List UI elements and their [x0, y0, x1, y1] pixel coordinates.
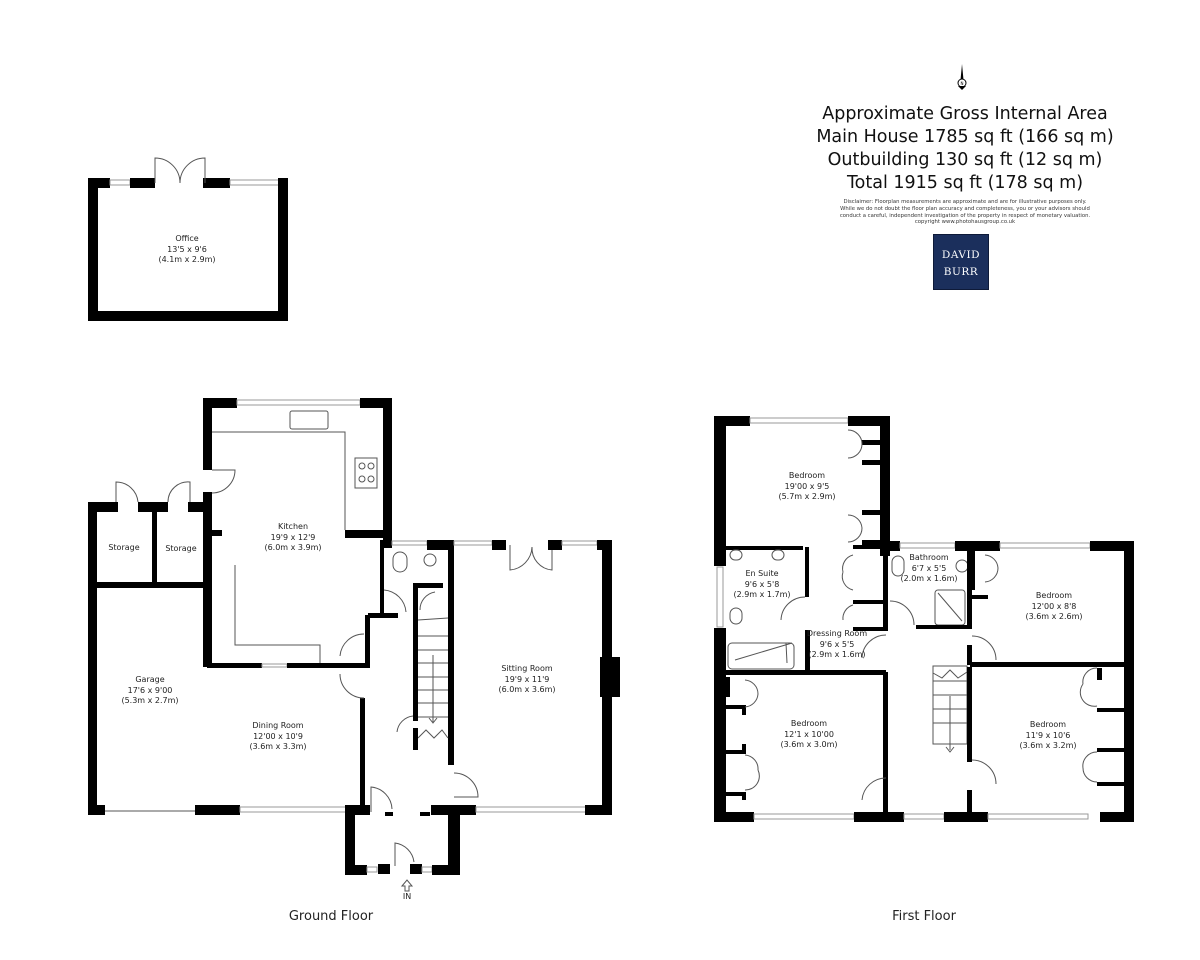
room-size-imperial: 12'1 x 10'00 — [784, 729, 834, 739]
room-kitchen: Kitchen 19'9 x 12'9 (6.0m x 3.9m) — [264, 522, 321, 554]
room-storage: Storage — [108, 543, 139, 554]
room-name: Dressing Room — [806, 629, 868, 638]
room-name: Bedroom — [1029, 720, 1067, 729]
room-size-metric: (2.9m x 1.6m) — [808, 650, 866, 659]
room-storage: Storage — [165, 544, 196, 555]
room-size-metric: (5.3m x 2.7m) — [121, 696, 179, 705]
room-name: Kitchen — [277, 522, 309, 531]
room-bedroom: Bedroom 12'1 x 10'00 (3.6m x 3.0m) — [780, 719, 837, 751]
room-size-imperial: 12'00 x 10'9 — [253, 731, 303, 741]
room-size-imperial: 6'7 x 5'5 — [911, 563, 947, 573]
room-dressing-room: Dressing Room 9'6 x 5'5 (2.9m x 1.6m) — [807, 629, 867, 661]
entrance-label: IN — [402, 892, 412, 901]
ground-floor-walls — [88, 398, 620, 892]
room-size-imperial: 9'6 x 5'5 — [819, 639, 855, 649]
room-size-metric: (2.0m x 1.6m) — [900, 574, 958, 583]
room-bedroom: Bedroom 11'9 x 10'6 (3.6m x 3.2m) — [1019, 720, 1076, 752]
disclaimer-copyright: copyright www.photohausgroup.co.uk — [914, 219, 1016, 226]
room-name: Sitting Room — [501, 664, 553, 673]
room-size-metric: (2.9m x 1.7m) — [733, 590, 791, 599]
room-name: Bedroom — [790, 719, 828, 728]
disclaimer-line: While we do not doubt the floor plan acc… — [840, 205, 1090, 212]
first-floor-walls — [714, 416, 1134, 822]
room-name: Garage — [135, 675, 165, 684]
room-name: Storage — [108, 543, 140, 552]
room-size-metric: (3.6m x 3.0m) — [780, 740, 838, 749]
room-size-imperial: 19'9 x 11'9 — [504, 674, 550, 684]
room-size-metric: (5.7m x 2.9m) — [778, 492, 836, 501]
room-size-metric: (4.1m x 2.9m) — [158, 255, 216, 264]
svg-text:N: N — [961, 81, 964, 86]
outbuilding-area: Outbuilding 130 sq ft (12 sq m) — [827, 150, 1103, 170]
room-name: Bedroom — [1035, 591, 1073, 600]
disclaimer-line: conduct a careful, independent investiga… — [839, 212, 1091, 219]
room-size-metric: (6.0m x 3.6m) — [498, 685, 556, 694]
room-dining-room: Dining Room 12'00 x 10'9 (3.6m x 3.3m) — [249, 721, 306, 753]
room-size-metric: (3.6m x 3.2m) — [1019, 741, 1077, 750]
room-name: Office — [175, 234, 199, 243]
room-name: Bedroom — [788, 471, 826, 480]
room-garage: Garage 17'6 x 9'00 (5.3m x 2.7m) — [121, 675, 178, 707]
first-floor-label: First Floor — [892, 909, 956, 924]
room-sitting-room: Sitting Room 19'9 x 11'9 (6.0m x 3.6m) — [498, 664, 555, 696]
logo-line: BURR — [943, 266, 979, 278]
main-house-area: Main House 1785 sq ft (166 sq m) — [816, 127, 1114, 147]
room-size-imperial: 13'5 x 9'6 — [167, 244, 207, 254]
room-bedroom: Bedroom 19'00 x 9'5 (5.7m x 2.9m) — [778, 471, 835, 503]
area-title: Approximate Gross Internal Area — [822, 104, 1108, 124]
room-en-suite: En Suite 9'6 x 5'8 (2.9m x 1.7m) — [733, 569, 790, 601]
room-size-metric: (3.6m x 3.3m) — [249, 742, 307, 751]
office-walls — [88, 157, 288, 321]
room-office: Office 13'5 x 9'6 (4.1m x 2.9m) — [158, 234, 215, 266]
room-size-metric: (3.6m x 2.6m) — [1025, 612, 1083, 621]
room-size-imperial: 19'9 x 12'9 — [270, 532, 316, 542]
disclaimer: Disclaimer: Floorplan measurements are a… — [816, 199, 1113, 226]
room-name: Storage — [165, 544, 197, 553]
room-name: En Suite — [745, 569, 779, 578]
north-arrow-icon: N — [957, 64, 967, 90]
room-name: Dining Room — [252, 721, 304, 730]
room-size-imperial: 12'00 x 8'8 — [1031, 601, 1077, 611]
logo-line: DAVID — [941, 249, 981, 261]
room-name: Bathroom — [909, 553, 949, 562]
total-area: Total 1915 sq ft (178 sq m) — [846, 173, 1084, 193]
area-summary: Approximate Gross Internal Area Main Hou… — [816, 103, 1113, 226]
disclaimer-line: Disclaimer: Floorplan measurements are a… — [843, 199, 1087, 205]
room-size-imperial: 19'00 x 9'5 — [784, 481, 830, 491]
room-bedroom: Bedroom 12'00 x 8'8 (3.6m x 2.6m) — [1025, 591, 1082, 623]
room-size-imperial: 9'6 x 5'8 — [744, 579, 780, 589]
room-size-imperial: 17'6 x 9'00 — [127, 685, 173, 695]
room-bathroom: Bathroom 6'7 x 5'5 (2.0m x 1.6m) — [900, 553, 957, 585]
david-burr-logo: DAVID BURR — [933, 234, 989, 290]
ground-floor-label: Ground Floor — [288, 909, 374, 924]
room-size-metric: (6.0m x 3.9m) — [264, 543, 322, 552]
room-size-imperial: 11'9 x 10'6 — [1025, 730, 1071, 740]
